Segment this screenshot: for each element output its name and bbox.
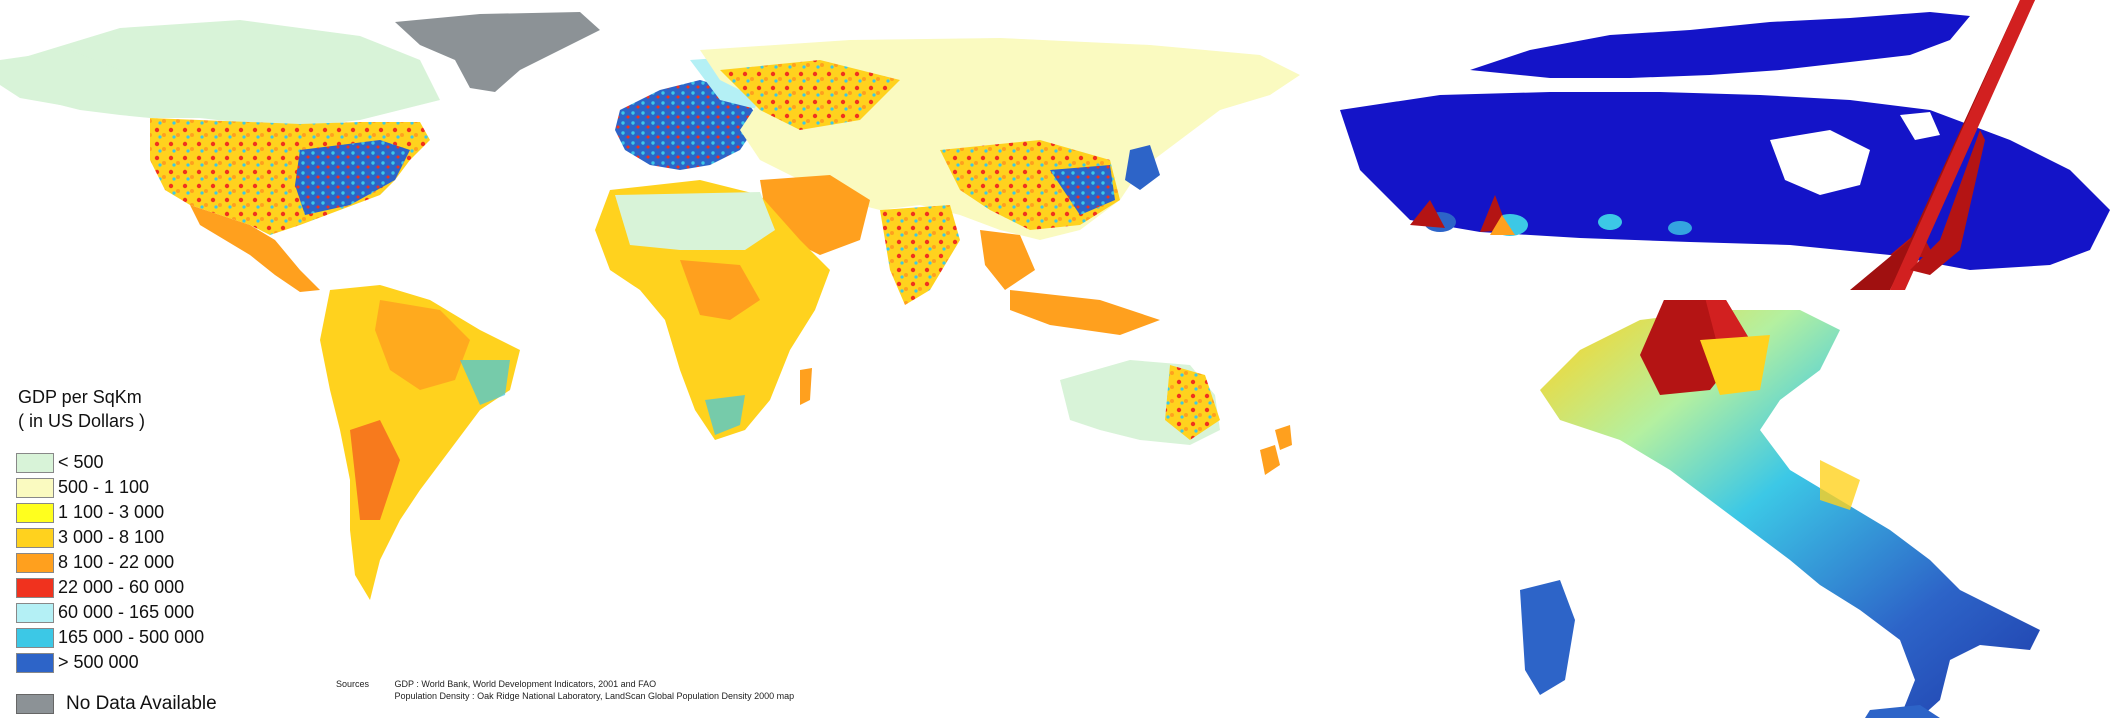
canada-region xyxy=(15,20,440,125)
legend-swatch xyxy=(16,477,54,498)
legend-label: 22 000 - 60 000 xyxy=(58,577,185,597)
rome-region xyxy=(1820,460,1860,510)
sardinia-region xyxy=(1520,580,1575,695)
legend-label: 165 000 - 500 000 xyxy=(58,627,205,647)
legend-swatch xyxy=(16,627,54,648)
legend-label: > 500 000 xyxy=(58,652,139,672)
india-region xyxy=(880,205,960,305)
new-zealand-region xyxy=(1260,445,1280,475)
sources-population: Population Density : Oak Ridge National … xyxy=(394,691,795,701)
legend-item: 165 000 - 500 000 xyxy=(16,625,316,650)
legend-item: 60 000 - 165 000 xyxy=(16,600,316,625)
legend-swatch xyxy=(16,694,54,714)
canada-arctic-islands xyxy=(1470,12,1970,78)
greenland-region xyxy=(395,12,600,92)
legend-swatch xyxy=(16,652,54,673)
sources-note: Sources GDP : World Bank, World Developm… xyxy=(336,678,794,702)
legend-item: > 500 000 xyxy=(16,650,316,675)
legend-swatch xyxy=(16,602,54,623)
legend-subtitle: ( in US Dollars ) xyxy=(18,411,146,431)
legend-item: < 500 xyxy=(16,450,316,475)
legend-label: < 500 xyxy=(58,452,104,472)
legend-title: GDP per SqKm xyxy=(18,387,142,407)
map-legend: GDP per SqKm ( in US Dollars ) < 500 500 … xyxy=(16,386,316,719)
legend-item: 3 000 - 8 100 xyxy=(16,525,316,550)
canada-mainland xyxy=(1340,92,2110,270)
legend-swatch xyxy=(16,452,54,473)
legend-swatch xyxy=(16,502,54,523)
legend-swatch xyxy=(16,552,54,573)
legend-label: 500 - 1 100 xyxy=(58,477,150,497)
legend-label: No Data Available xyxy=(66,693,217,714)
legend-label: 8 100 - 22 000 xyxy=(58,552,175,572)
japan-region xyxy=(1125,145,1160,190)
world-gdp-map xyxy=(0,12,1300,600)
sources-gdp: GDP : World Bank, World Development Indi… xyxy=(394,679,657,689)
legend-no-data: No Data Available xyxy=(16,689,316,719)
europe-region xyxy=(615,80,760,170)
legend-item: 22 000 - 60 000 xyxy=(16,575,316,600)
legend-item: 500 - 1 100 xyxy=(16,475,316,500)
legend-swatch xyxy=(16,577,54,598)
sea-region xyxy=(980,230,1035,290)
canada-3d-map xyxy=(1340,0,2110,290)
italy-mainland xyxy=(1540,310,2040,718)
alaska-region xyxy=(0,50,120,105)
usa-east-region xyxy=(295,140,410,215)
montreal-spike xyxy=(1910,130,1985,275)
mexico-region xyxy=(190,205,320,292)
sicily-region xyxy=(1865,705,1940,718)
legend-swatch xyxy=(16,527,54,548)
legend-label: 1 100 - 3 000 xyxy=(58,502,165,522)
italy-3d-map xyxy=(1520,300,2040,718)
legend-item: 1 100 - 3 000 xyxy=(16,500,316,525)
legend-label: 3 000 - 8 100 xyxy=(58,527,165,547)
legend-class-list: < 500 500 - 1 100 1 100 - 3 000 3 000 - 8 1… xyxy=(16,450,316,675)
madagascar-region xyxy=(800,368,812,405)
sources-label: Sources xyxy=(336,679,370,689)
legend-item: 8 100 - 22 000 xyxy=(16,550,316,575)
hudson-bay xyxy=(1770,130,1870,195)
legend-label: 60 000 - 165 000 xyxy=(58,602,195,622)
